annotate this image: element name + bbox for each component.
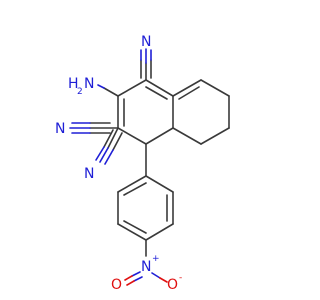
ring-b6: [117, 175, 147, 193]
triple-mid-b: [103, 129, 114, 148]
bond-n-o-right-b: [159, 277, 168, 283]
bond-n-stub: [97, 84, 105, 89]
bond-c8-c7: [200, 79, 230, 97]
bond-c6-c5: [200, 127, 230, 145]
bond-n-o-right-a: [151, 272, 161, 279]
bond-n-o-left-c: [133, 276, 143, 282]
triple-mid-a: [99, 147, 109, 163]
o-left-label: O: [111, 277, 122, 293]
o-minus-label: -: [179, 273, 182, 283]
nitro-plus-label: +: [152, 254, 160, 264]
nh2-n-label: N: [84, 76, 94, 92]
bond-c8a-c1-inner: [145, 86, 168, 100]
triple-mid-b2: [95, 146, 105, 161]
bond-c8a-c8-inner: [178, 86, 200, 100]
bond-c3-c4: [117, 127, 147, 145]
ring-b3: [145, 223, 174, 241]
o-right-label: O: [167, 277, 178, 293]
bond-c3-cn-mid: [107, 127, 119, 149]
bond-c5-c4a: [172, 127, 202, 145]
bond-c1-c2: [117, 79, 147, 97]
bond-c2-n: [103, 87, 119, 97]
ring-b1: [145, 175, 174, 193]
ring-b6-inner: [123, 182, 147, 196]
bond-n-o-left-d: [126, 280, 135, 286]
structure-canvas: N N H 2 N N N +: [55, 34, 230, 293]
nh2-sub-label: 2: [77, 87, 83, 97]
bond-n-o-left-a: [131, 271, 141, 277]
ring-b4: [117, 223, 147, 241]
bond-n-o-left-b: [124, 275, 133, 281]
n-left-label: N: [55, 121, 65, 137]
triple-mid-c2: [104, 149, 114, 165]
bond-c8a-c8: [172, 79, 202, 97]
bond-c8a-c1: [145, 79, 174, 97]
ring-b4-inner: [123, 220, 147, 234]
nitro-n-label: N: [141, 259, 151, 275]
triple-mid-c: [112, 132, 123, 151]
bond-c4-c4a: [145, 127, 174, 145]
n-top-label: N: [141, 34, 151, 50]
nh2-h-label: H: [68, 76, 79, 92]
n-mid-label: N: [84, 166, 94, 182]
molecule-diagram: N N H 2 N N N +: [55, 34, 230, 293]
